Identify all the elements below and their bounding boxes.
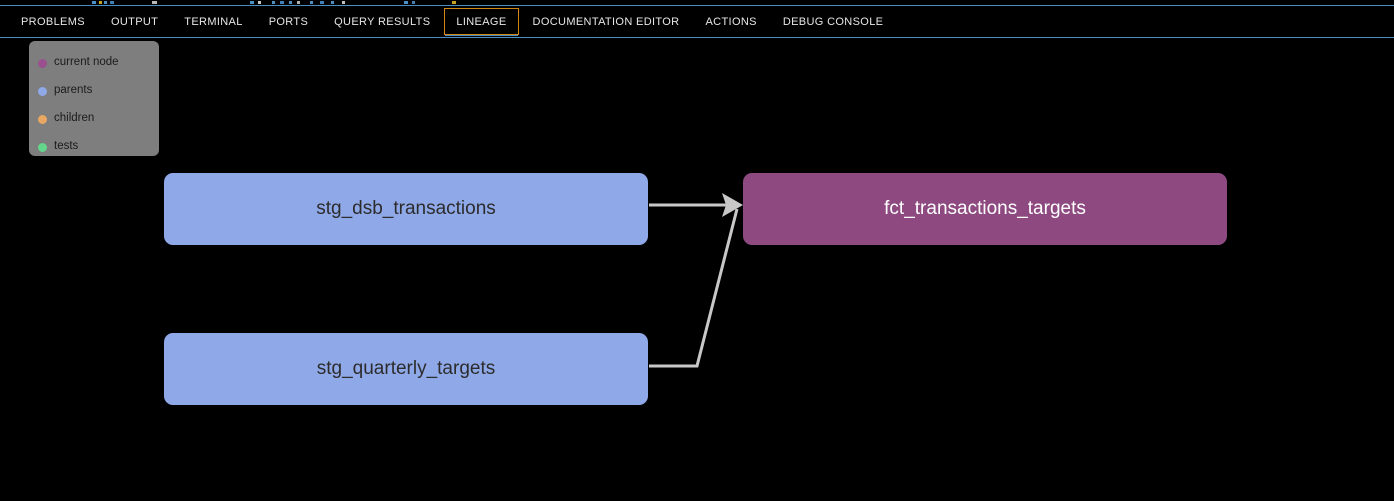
edge-arrowhead-icon (722, 193, 743, 217)
lineage-node-label: stg_quarterly_targets (316, 358, 496, 379)
clipped-text-fragment-14 (342, 1, 345, 4)
clipped-text-fragment-7 (272, 1, 275, 4)
tab-label: QUERY RESULTS (334, 15, 431, 28)
lineage-node-stg-quarterly-targets[interactable]: stg_quarterly_targets (164, 333, 648, 405)
lineage-node-fct-transactions-targets[interactable]: fct_transactions_targets (743, 173, 1227, 245)
clipped-text-fragment-12 (320, 1, 324, 4)
edge-stg-quarterly-targets-to-fct (649, 208, 739, 368)
clipped-text-fragment-10 (297, 1, 300, 4)
legend-label: current node (54, 56, 119, 69)
legend-label: parents (54, 84, 93, 97)
clipped-text-fragment-15 (404, 1, 408, 4)
clipped-text-fragment-1 (99, 1, 102, 4)
lineage-edges (649, 193, 743, 368)
tab-label: DOCUMENTATION EDITOR (532, 15, 680, 28)
panel-tab-bar: PROBLEMS OUTPUT TERMINAL PORTS QUERY RESULTS… (0, 5, 1394, 38)
legend-item-current-node: current node (38, 49, 159, 77)
tab-label: OUTPUT (110, 15, 159, 28)
legend-color-dot-icon (38, 142, 47, 152)
tab-debug-console[interactable]: DEBUG CONSOLE (770, 6, 897, 37)
legend-color-dot-icon (38, 58, 47, 68)
tab-label: ACTIONS (705, 15, 757, 28)
tab-label: PROBLEMS (21, 15, 85, 28)
tab-label: TERMINAL (184, 15, 243, 28)
lineage-node-stg-dsb-transactions[interactable]: stg_dsb_transactions (164, 173, 648, 245)
clipped-text-fragment-5 (250, 1, 254, 4)
clipped-text-fragment-2 (104, 1, 107, 4)
tab-output[interactable]: OUTPUT (98, 6, 171, 37)
clipped-text-fragment-4 (152, 1, 157, 4)
tab-label: LINEAGE (456, 15, 507, 28)
legend-label: tests (54, 140, 79, 153)
clipped-text-fragment-16 (412, 1, 415, 4)
tab-actions[interactable]: ACTIONS (692, 6, 769, 37)
clipped-editor-text-sliver (0, 0, 1394, 5)
tab-label: PORTS (268, 15, 309, 28)
clipped-text-fragment-6 (258, 1, 261, 4)
lineage-node-label: stg_dsb_transactions (316, 198, 496, 219)
clipped-text-fragment-13 (331, 1, 334, 4)
tab-label: DEBUG CONSOLE (782, 15, 884, 28)
clipped-text-fragment-3 (110, 1, 114, 4)
clipped-text-fragment-11 (310, 1, 313, 4)
legend-label: children (54, 112, 95, 125)
lineage-legend: current node parents children tests (29, 41, 159, 156)
legend-color-dot-icon (38, 114, 47, 124)
legend-item-tests: tests (38, 133, 159, 161)
tab-lineage[interactable]: LINEAGE (443, 6, 519, 37)
tab-terminal[interactable]: TERMINAL (171, 6, 255, 37)
tab-problems[interactable]: PROBLEMS (8, 6, 98, 37)
lineage-node-label: fct_transactions_targets (884, 198, 1086, 219)
clipped-text-fragment-17 (452, 1, 456, 4)
clipped-text-fragment-8 (280, 1, 284, 4)
legend-color-dot-icon (38, 86, 47, 96)
legend-item-parents: parents (38, 77, 159, 105)
tab-documentation-editor[interactable]: DOCUMENTATION EDITOR (520, 6, 693, 37)
lineage-graph-canvas[interactable]: current node parents children tests stg_dsb… (0, 39, 1394, 501)
legend-item-children: children (38, 105, 159, 133)
tab-query-results[interactable]: QUERY RESULTS (321, 6, 443, 37)
tab-ports[interactable]: PORTS (256, 6, 321, 37)
clipped-text-fragment-9 (289, 1, 292, 4)
clipped-text-fragment-0 (92, 1, 96, 4)
tab-active-underline (445, 35, 518, 36)
